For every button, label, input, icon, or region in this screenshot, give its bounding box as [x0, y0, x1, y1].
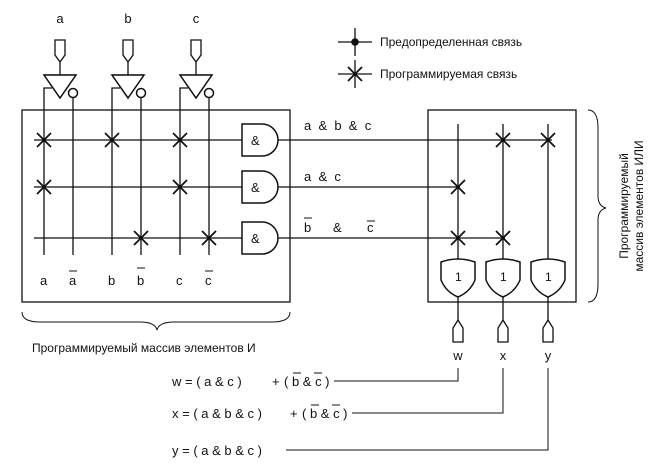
legend-fixed-label: Предопределенная связь — [380, 35, 522, 49]
legend-programmable-label: Программируемая связь — [380, 67, 517, 81]
output-y-leader — [286, 368, 549, 451]
output-pin-w — [452, 318, 464, 343]
input-buffer-a — [42, 74, 78, 100]
and-gate-1-symbol: & — [251, 133, 260, 148]
or-array-connections — [450, 132, 556, 246]
svg-text:Программируемый: Программируемый — [617, 153, 631, 259]
svg-text:( b & c ): ( b & c ) — [302, 406, 348, 421]
input-buffer-c — [178, 74, 214, 100]
or-gate-y — [530, 258, 566, 298]
and-connection-b-row1 — [104, 132, 120, 148]
col-label-not-c: c — [205, 273, 212, 288]
product-term-wires — [278, 139, 552, 239]
col-label-not-b: b — [137, 273, 144, 288]
svg-text:&: & — [333, 220, 342, 235]
output-w-leader — [334, 368, 459, 382]
output-label-w: w — [452, 348, 463, 363]
legend: Предопределенная связь Программируемая с… — [338, 28, 522, 88]
svg-text:+: + — [290, 406, 298, 421]
or-connection-y-row1 — [540, 132, 556, 148]
and-column-labels: a a b b c c — [40, 267, 213, 288]
programmable-connection-x-icon — [347, 66, 363, 82]
output-x: x — [352, 297, 509, 414]
svg-text:w = ( a & c ): w = ( a & c ) — [171, 374, 242, 389]
fixed-connection-dot-icon — [351, 38, 359, 46]
and-array-connections — [36, 132, 217, 246]
or-array-box — [427, 109, 577, 303]
and-array-box — [21, 109, 291, 303]
product-term-1-label: a & b & c — [304, 118, 372, 133]
equation-w: w = ( a & c ) + ( b & c ) — [171, 372, 330, 389]
col-label-c: c — [176, 273, 183, 288]
and-gate-2-symbol: & — [251, 180, 260, 195]
or-gate-x — [485, 258, 521, 298]
output-y: y — [286, 297, 554, 451]
and-gates: & & & — [241, 123, 279, 255]
input-b: b — [110, 11, 147, 100]
or-connection-x-row1 — [495, 132, 511, 148]
col-label-not-a: a — [69, 273, 77, 288]
and-array-brace — [21, 311, 291, 331]
or-gate-x-symbol: 1 — [500, 270, 507, 284]
input-label-a: a — [56, 11, 64, 26]
col-label-b: b — [108, 273, 115, 288]
svg-text:( b & c ): ( b & c ) — [284, 374, 330, 389]
output-w: w — [334, 297, 464, 382]
or-array-brace — [587, 109, 607, 303]
and-gate-1 — [241, 123, 279, 157]
input-a: a — [42, 11, 79, 100]
equation-y: y = ( a & b & c ) — [172, 443, 262, 458]
or-gate-w — [440, 258, 476, 298]
output-pin-x — [497, 318, 509, 343]
and-connection-a-row2 — [36, 179, 52, 195]
svg-text:+: + — [272, 374, 280, 389]
output-pin-y — [542, 318, 554, 343]
and-gate-3-symbol: & — [251, 231, 260, 246]
and-connection-c-row2 — [172, 179, 188, 195]
and-gate-2 — [241, 170, 279, 204]
product-term-3-label: b & c — [304, 217, 375, 235]
and-array-columns — [43, 87, 210, 255]
or-connection-x-row3 — [495, 230, 511, 246]
input-label-b: b — [124, 11, 131, 26]
input-pin-b — [122, 39, 134, 64]
output-label-x: x — [500, 348, 507, 363]
or-gate-y-symbol: 1 — [545, 270, 552, 284]
product-term-2-label: a & c — [304, 169, 341, 184]
output-label-y: y — [545, 348, 552, 363]
and-array-rows — [34, 139, 242, 239]
and-connection-c-row1 — [172, 132, 188, 148]
svg-text:x = ( a & b & c ): x = ( a & b & c ) — [172, 406, 262, 421]
input-label-c: c — [193, 11, 200, 26]
and-connection-a-row1 — [36, 132, 52, 148]
input-pin-c — [190, 39, 202, 64]
or-gates: 1 1 1 — [440, 258, 566, 298]
or-gate-w-symbol: 1 — [455, 270, 462, 284]
inverter-bubble-a — [67, 87, 79, 99]
or-array-columns — [457, 124, 549, 262]
svg-text:массив элементов ИЛИ: массив элементов ИЛИ — [632, 140, 646, 271]
col-label-a: a — [40, 273, 48, 288]
input-pin-a — [54, 39, 66, 64]
input-c: c — [178, 11, 215, 100]
svg-text:y = ( a & b & c ): y = ( a & b & c ) — [172, 443, 262, 458]
equation-x: x = ( a & b & c ) + ( b & c ) — [172, 404, 348, 421]
and-gate-3 — [241, 221, 279, 255]
inverter-bubble-c — [203, 87, 215, 99]
svg-text:b: b — [304, 220, 311, 235]
svg-text:c: c — [367, 220, 374, 235]
and-connection-nc-row3 — [201, 230, 217, 246]
inverter-bubble-b — [135, 87, 147, 99]
or-array-title: Программируемый массив элементов ИЛИ — [617, 140, 646, 271]
and-connection-nb-row3 — [133, 230, 149, 246]
and-array-title: Программируемый массив элементов И — [32, 341, 256, 355]
output-x-leader — [352, 368, 504, 414]
input-buffer-b — [110, 74, 146, 100]
or-connection-w-row3 — [450, 230, 466, 246]
or-connection-w-row2 — [450, 179, 466, 195]
